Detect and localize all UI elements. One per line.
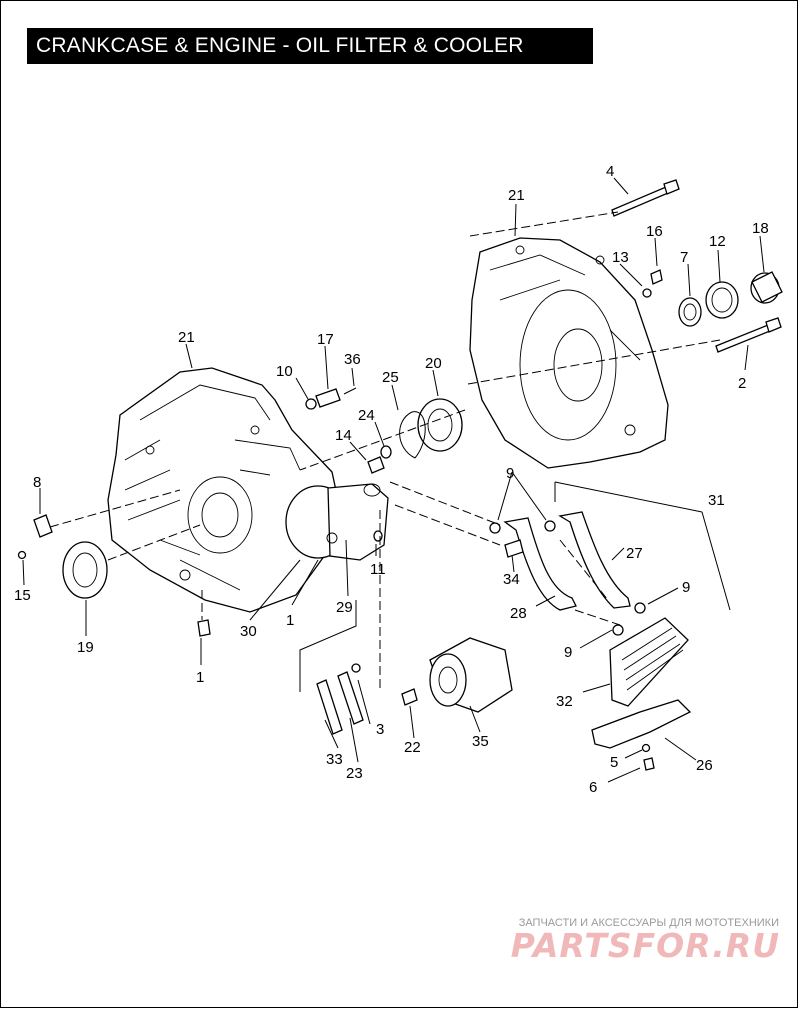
callout-21-right: 21	[508, 187, 525, 204]
callout-28: 28	[510, 605, 527, 622]
callout-21-left: 21	[178, 329, 195, 346]
callout-7: 7	[680, 249, 688, 266]
callout-17: 17	[317, 331, 334, 348]
callout-2: 2	[738, 375, 746, 392]
main-bearing-20	[417, 398, 463, 452]
callout-16: 16	[646, 223, 663, 240]
callout-11: 11	[370, 561, 386, 578]
watermark-tagline: ЗАПЧАСТИ И АКСЕССУАРЫ ДЛЯ МОТОТЕХНИКИ	[518, 917, 779, 929]
bolt-2	[715, 317, 782, 353]
watermark-brand: PARTSFOR.RU	[510, 926, 780, 965]
callout-29: 29	[336, 599, 353, 616]
callout-33: 33	[326, 751, 343, 768]
callout-22: 22	[404, 739, 421, 756]
callout-34: 34	[503, 571, 520, 588]
callout-30: 30	[240, 623, 257, 640]
callout-1-upper: 1	[286, 612, 294, 629]
callout-32: 32	[556, 693, 573, 710]
oil-line-28	[503, 517, 577, 611]
callout-36: 36	[344, 351, 361, 368]
callout-26: 26	[696, 757, 713, 774]
callout-23: 23	[346, 765, 363, 782]
page-title: CRANKCASE & ENGINE - OIL FILTER & COOLER	[27, 28, 593, 64]
oil-filter-35	[429, 637, 513, 713]
callout-24: 24	[358, 407, 375, 424]
callout-35: 35	[472, 733, 489, 750]
callout-9-right: 9	[682, 579, 690, 596]
callout-27: 27	[626, 545, 643, 562]
oil-filter-mount	[285, 483, 389, 561]
callout-1-lower: 1	[196, 669, 204, 686]
callout-6: 6	[589, 779, 597, 796]
bearing-19	[62, 541, 108, 599]
callout-4: 4	[606, 163, 614, 180]
left-crankcase-half	[107, 367, 339, 613]
bearing-stack	[678, 271, 783, 327]
callout-5: 5	[610, 754, 618, 771]
callout-3: 3	[376, 721, 384, 738]
bearing-8	[33, 514, 53, 538]
link-23	[337, 671, 364, 725]
callout-14: 14	[335, 427, 352, 444]
right-crankcase-half	[469, 237, 669, 469]
callout-25: 25	[382, 369, 399, 386]
callout-9-top: 9	[506, 465, 514, 482]
callout-9-left: 9	[564, 644, 572, 661]
callout-8: 8	[33, 474, 41, 491]
bracket-26	[591, 699, 692, 749]
oil-line-27	[558, 511, 631, 609]
snap-ring-25	[399, 411, 426, 459]
link-33	[316, 679, 343, 735]
oil-cooler-32	[609, 617, 689, 707]
callout-18: 18	[752, 220, 769, 237]
callout-19: 19	[77, 639, 94, 656]
callout-12: 12	[709, 233, 726, 250]
callout-31: 31	[708, 492, 725, 509]
bolt-4	[611, 179, 680, 217]
callout-20: 20	[425, 355, 442, 372]
callout-10: 10	[276, 363, 293, 380]
callout-15: 15	[14, 587, 31, 604]
callout-13: 13	[612, 249, 629, 266]
